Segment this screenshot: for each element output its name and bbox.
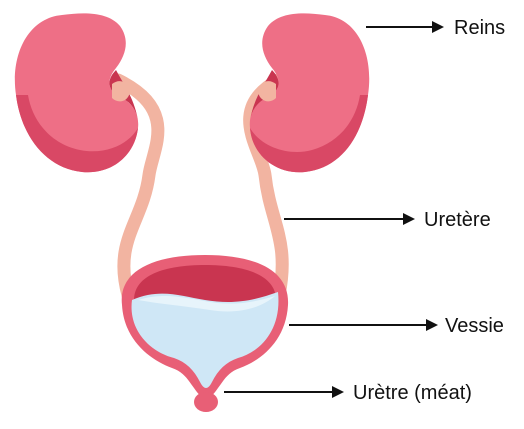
label-urethra: Urètre (méat) xyxy=(224,382,472,404)
label-ureter-text: Uretère xyxy=(424,209,491,231)
right-kidney xyxy=(250,13,369,172)
urethra-meatus xyxy=(194,392,218,412)
label-bladder-text: Vessie xyxy=(445,315,504,337)
arrow-head-kidneys xyxy=(432,21,444,33)
label-kidneys: Reins xyxy=(366,17,505,39)
left-kidney xyxy=(15,13,138,172)
label-kidneys-text: Reins xyxy=(454,17,505,39)
arrow-head-bladder xyxy=(426,319,438,331)
label-bladder: Vessie xyxy=(289,315,504,337)
bladder xyxy=(122,255,288,412)
label-ureter: Uretère xyxy=(284,209,491,231)
label-urethra-text: Urètre (méat) xyxy=(353,382,472,404)
arrow-head-ureter xyxy=(403,213,415,225)
arrow-head-urethra xyxy=(332,386,344,398)
